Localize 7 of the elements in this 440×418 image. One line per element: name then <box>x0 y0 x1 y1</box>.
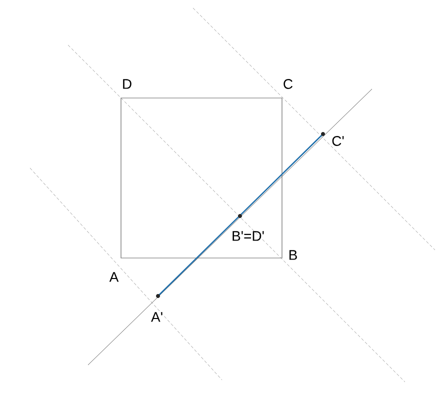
point-label: C' <box>332 136 344 146</box>
point-label: C <box>284 79 293 89</box>
point-label: A' <box>151 312 162 322</box>
point-label: D <box>123 79 132 89</box>
point-label: A <box>109 272 119 282</box>
point-label: B'=D' <box>232 231 264 241</box>
point-label: B <box>289 250 297 260</box>
